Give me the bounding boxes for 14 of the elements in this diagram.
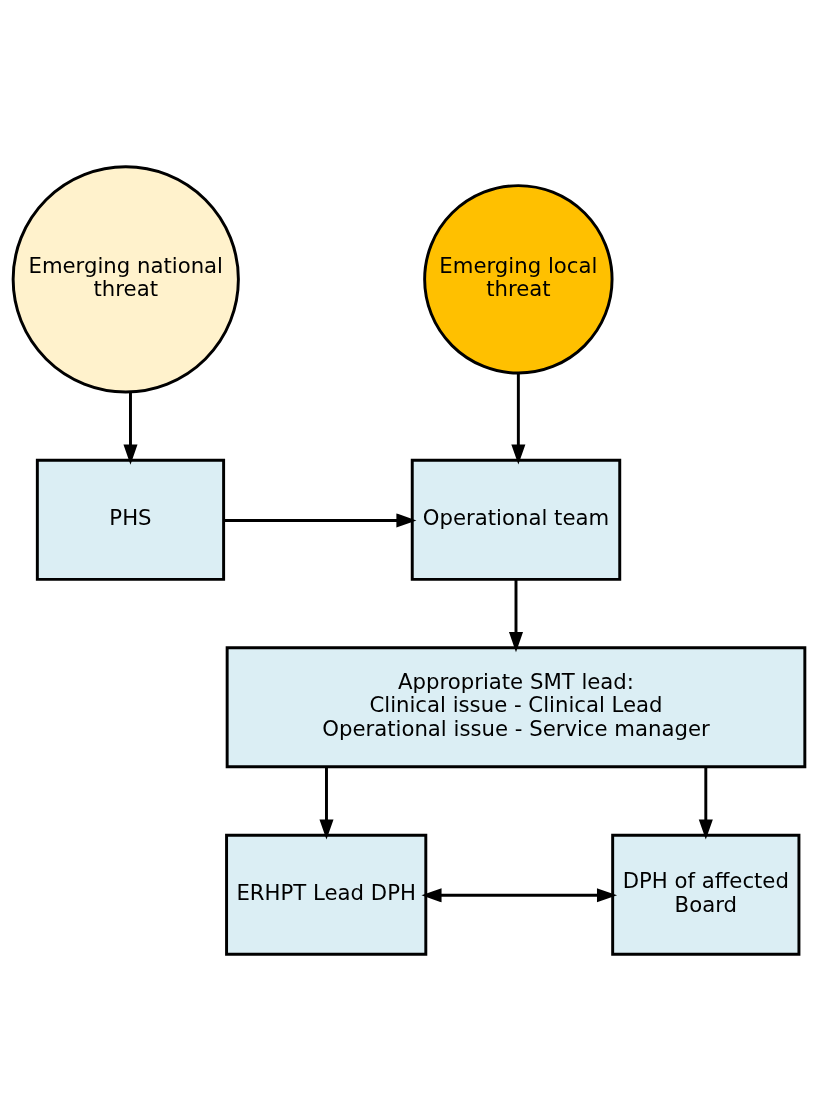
- arrow: [698, 766, 713, 840]
- node-box: ERHPT Lead DPH: [225, 833, 428, 956]
- arrow: [511, 372, 526, 465]
- node-box: DPH of affected Board: [611, 833, 801, 956]
- node-box: Appropriate SMT lead: Clinical issue - Clinical Lead Operational issue - Service manager: [225, 645, 807, 768]
- arrow: [319, 766, 334, 840]
- arrow: [421, 887, 618, 902]
- arrow: [508, 579, 524, 652]
- node-circle: Emerging national threat: [11, 164, 240, 393]
- node-box: PHS: [35, 458, 226, 581]
- node-circle: Emerging local threat: [423, 183, 614, 374]
- arrow: [123, 391, 138, 465]
- node-box: Operational team: [410, 458, 622, 581]
- arrow: [223, 512, 417, 527]
